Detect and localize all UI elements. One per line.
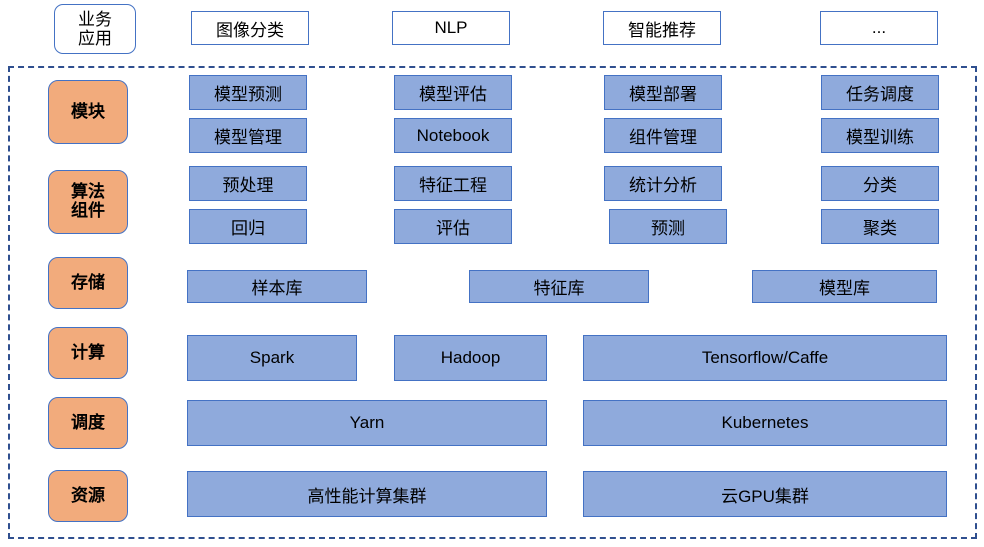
business-app-box[interactable]: 图像分类 [191, 11, 309, 45]
layer-label-line: 存储 [71, 272, 105, 292]
cell-algorithm-components[interactable]: 预处理 [189, 166, 307, 201]
layer-label-line: 模块 [71, 101, 105, 121]
business-app-box[interactable]: ... [820, 11, 938, 45]
layer-label-line: 调度 [71, 412, 105, 432]
cell-algorithm-components[interactable]: 统计分析 [604, 166, 722, 201]
layer-label-module[interactable]: 模块 [48, 80, 128, 144]
cell-module[interactable]: 任务调度 [821, 75, 939, 110]
business-application-label-line-2: 应用 [78, 29, 112, 48]
cell-resource[interactable]: 高性能计算集群 [187, 471, 547, 517]
business-application-row: 业务 应用 图像分类 NLP 智能推荐... [0, 0, 984, 62]
business-app-box[interactable]: NLP [392, 11, 510, 45]
layer-label-algorithm-components[interactable]: 算法组件 [48, 170, 128, 234]
platform-container [8, 66, 977, 539]
layer-label-line: 资源 [71, 485, 105, 505]
cell-storage[interactable]: 特征库 [469, 270, 649, 303]
cell-storage[interactable]: 模型库 [752, 270, 937, 303]
cell-compute[interactable]: Hadoop [394, 335, 547, 381]
cell-module[interactable]: 模型评估 [394, 75, 512, 110]
cell-algorithm-components[interactable]: 分类 [821, 166, 939, 201]
cell-algorithm-components[interactable]: 聚类 [821, 209, 939, 244]
cell-algorithm-components[interactable]: 回归 [189, 209, 307, 244]
cell-compute[interactable]: Spark [187, 335, 357, 381]
cell-compute[interactable]: Tensorflow/Caffe [583, 335, 947, 381]
cell-algorithm-components[interactable]: 评估 [394, 209, 512, 244]
cell-scheduling[interactable]: Yarn [187, 400, 547, 446]
cell-module[interactable]: 组件管理 [604, 118, 722, 153]
layer-label-compute[interactable]: 计算 [48, 327, 128, 379]
cell-scheduling[interactable]: Kubernetes [583, 400, 947, 446]
cell-module[interactable]: 模型训练 [821, 118, 939, 153]
cell-module[interactable]: 模型部署 [604, 75, 722, 110]
cell-algorithm-components[interactable]: 预测 [609, 209, 727, 244]
layer-label-resource[interactable]: 资源 [48, 470, 128, 522]
layer-label-line: 算法 [71, 182, 105, 202]
cell-storage[interactable]: 样本库 [187, 270, 367, 303]
cell-module[interactable]: 模型管理 [189, 118, 307, 153]
layer-label-storage[interactable]: 存储 [48, 257, 128, 309]
layer-label-scheduling[interactable]: 调度 [48, 397, 128, 449]
cell-module[interactable]: 模型预测 [189, 75, 307, 110]
business-application-label: 业务 应用 [54, 4, 136, 54]
business-application-label-line-1: 业务 [78, 9, 112, 29]
cell-resource[interactable]: 云GPU集群 [583, 471, 947, 517]
business-app-box[interactable]: 智能推荐 [603, 11, 721, 45]
layer-label-line: 计算 [71, 342, 105, 362]
cell-algorithm-components[interactable]: 特征工程 [394, 166, 512, 201]
cell-module[interactable]: Notebook [394, 118, 512, 153]
layer-label-line: 组件 [71, 201, 105, 220]
